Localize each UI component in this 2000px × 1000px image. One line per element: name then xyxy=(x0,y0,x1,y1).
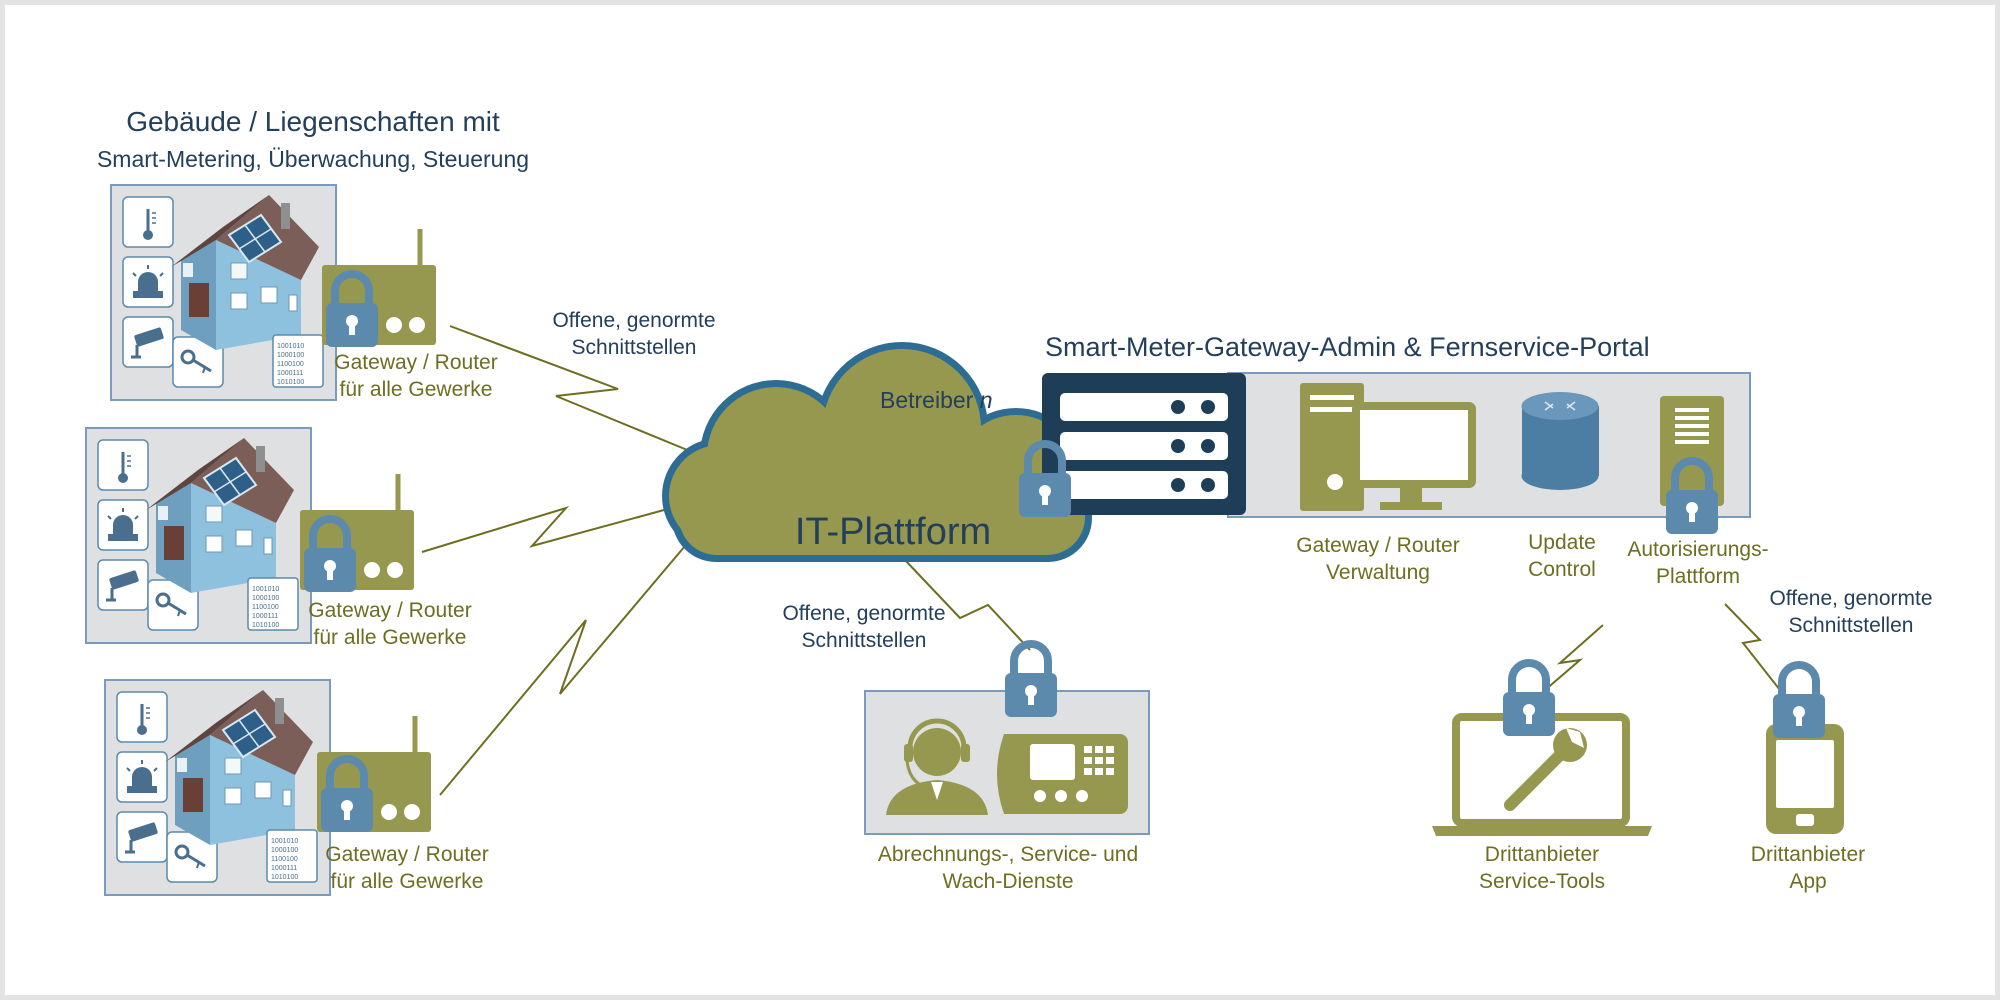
svg-text:1001010: 1001010 xyxy=(271,838,298,845)
gateway-label-3-line1: Gateway / Router xyxy=(325,843,488,866)
svg-text:1010100: 1010100 xyxy=(277,379,304,386)
cloud-operator-label: Betreiber n xyxy=(880,387,993,413)
gateway-label-2-line1: Gateway / Router xyxy=(308,599,471,622)
title-line2: Smart-Metering, Überwachung, Steuerung xyxy=(97,146,529,172)
phone-terminal-icon xyxy=(997,734,1128,814)
connection-cloud-services xyxy=(904,559,1031,651)
building-panel-2: 1001010 1000100 1100100 1000111 1010100 xyxy=(84,426,313,645)
server-icon xyxy=(1042,373,1246,515)
svg-text:1001010: 1001010 xyxy=(252,586,279,593)
authorization-server-icon xyxy=(1660,396,1724,506)
meter-bits-3: 1001010 1000100 1100100 1000111 1010100 xyxy=(271,838,298,881)
service-tools-label-line2: Service-Tools xyxy=(1479,870,1605,893)
connection-portal-app xyxy=(1724,603,1781,691)
gateway-label-3-line2: für alle Gewerke xyxy=(331,870,484,893)
update-database-icon xyxy=(1521,392,1599,490)
auth-platform-label-line2: Plattform xyxy=(1656,565,1740,588)
gateway-label-1-line2: für alle Gewerke xyxy=(340,378,493,401)
gateway-mgmt-label-line2: Verwaltung xyxy=(1326,561,1430,584)
portal-title: Smart-Meter-Gateway-Admin & Fernservice-… xyxy=(1045,332,1650,362)
cloud-platform-label: IT-Plattform xyxy=(795,511,991,553)
meter-bits-2: 1001010 1000100 1100100 1000111 1010100 xyxy=(252,586,279,629)
connection-portal-tools xyxy=(1529,624,1604,704)
interfaces-label-top-line2: Schnittstellen xyxy=(572,336,697,359)
svg-text:1001010: 1001010 xyxy=(277,343,304,350)
svg-text:1000100: 1000100 xyxy=(271,847,298,854)
interfaces-label-middle-line2: Schnittstellen xyxy=(802,629,927,652)
building-panel-1: 1001010 1000100 1100100 1000111 1010100 xyxy=(109,183,338,402)
title-line1: Gebäude / Liegenschaften mit xyxy=(126,106,500,137)
svg-text:1100100: 1100100 xyxy=(277,361,304,368)
smartphone-app-icon xyxy=(1766,724,1844,834)
headset-agent-icon xyxy=(886,718,988,815)
svg-text:1000111: 1000111 xyxy=(271,865,297,872)
meter-bits-1: 1001010 1000100 1100100 1000111 1010100 xyxy=(277,343,304,386)
svg-text:1100100: 1100100 xyxy=(252,604,279,611)
svg-text:1010100: 1010100 xyxy=(252,622,279,629)
update-control-label-line1: Update xyxy=(1528,531,1596,554)
service-tools-label-line1: Drittanbieter xyxy=(1485,843,1599,866)
update-control-label-line2: Control xyxy=(1528,558,1596,581)
connection-building1-cloud xyxy=(449,325,698,455)
building-panel-3: 1001010 1000100 1100100 1000111 1010100 xyxy=(103,678,332,897)
svg-text:1000111: 1000111 xyxy=(277,370,303,377)
gateway-label-1-line1: Gateway / Router xyxy=(334,351,497,374)
connection-building2-cloud xyxy=(421,505,665,553)
app-label-line1: Drittanbieter xyxy=(1751,843,1865,866)
gateway-mgmt-label-line1: Gateway / Router xyxy=(1296,534,1459,557)
connection-building3-cloud xyxy=(439,545,686,796)
interfaces-label-right-line2: Schnittstellen xyxy=(1789,614,1914,637)
interfaces-label-right-line1: Offene, genormte xyxy=(1769,587,1932,610)
svg-text:1000100: 1000100 xyxy=(277,352,304,359)
svg-text:1000100: 1000100 xyxy=(252,595,279,602)
svg-text:1100100: 1100100 xyxy=(271,856,298,863)
auth-platform-label-line1: Autorisierungs- xyxy=(1627,538,1768,561)
interfaces-label-top-line1: Offene, genormte xyxy=(552,309,715,332)
svg-text:1010100: 1010100 xyxy=(271,874,298,881)
gateway-label-2-line2: für alle Gewerke xyxy=(314,626,467,649)
svg-text:1000111: 1000111 xyxy=(252,613,278,620)
computer-icon xyxy=(1300,383,1476,511)
services-label-line1: Abrechnungs-, Service- und xyxy=(878,843,1138,866)
services-label-line2: Wach-Dienste xyxy=(942,870,1073,893)
app-label-line2: App xyxy=(1789,870,1826,893)
laptop-service-tools-icon xyxy=(1432,713,1652,836)
interfaces-label-middle-line1: Offene, genormte xyxy=(782,602,945,625)
